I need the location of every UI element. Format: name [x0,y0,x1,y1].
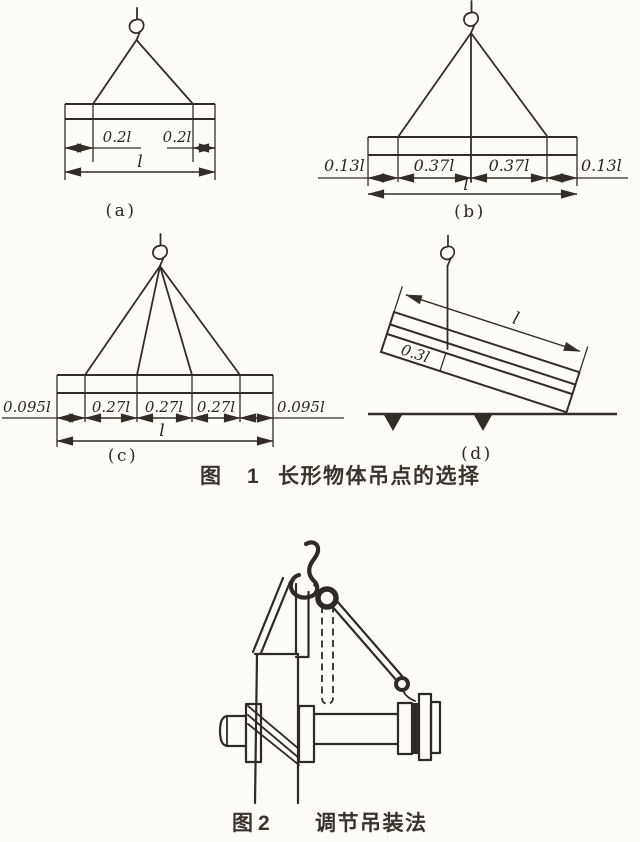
dimension-line-total [405,294,581,353]
turnbuckle-rod-edge [334,598,404,678]
sling-strap-edge [259,580,292,655]
extension-line [392,286,403,317]
diagram-a: 0.2l 0.2l l (a) [64,7,216,221]
sling-line [135,39,194,105]
diagram-d: 0.3l l (d) [368,234,617,464]
dimension-label: 0.3l [399,341,432,367]
strap-wrap-line [247,705,300,750]
sling-line [397,32,472,138]
figure2-caption: 图 2 调节吊装法 [232,811,428,835]
dimension-label-total: l [510,309,521,330]
dimension-label-total: l [159,421,164,441]
column-left-edge [253,652,259,805]
figure1-caption-number: 1 [247,465,259,488]
subfigure-label-c: (c) [108,446,138,466]
dimension-label: 0.27l [92,398,130,416]
hook-icon-c [152,233,169,267]
figure1-caption-prefix: 图 [200,465,221,488]
lower-ring [394,676,410,692]
dimension-label: 0.2l [163,128,192,146]
dimension-label: 0.095l [3,398,51,416]
dimension-label: 0.27l [197,398,235,416]
hook-icon-a [128,7,145,41]
dimension-label: 0.37l [489,156,530,175]
figure2-caption-number: 2 [258,812,270,835]
dimension-label: 0.095l [277,398,325,416]
sling-strap-end [294,590,310,659]
lower-hook-link [402,689,416,702]
subfigure-label-b: (b) [454,202,486,222]
left-collar [244,702,263,764]
figure1-caption: 图 1 长形物体吊点的选择 [200,464,481,488]
figure2-caption-prefix: 图 [232,812,253,835]
dimension-label: 0.13l [581,156,622,175]
flange-plate [417,692,433,762]
figure2-drawing [218,540,442,805]
strap-wrap-line [247,714,300,759]
support-triangle [384,415,402,431]
hook-icon-d [439,234,456,267]
sling-line [136,265,161,376]
end-cap [429,700,442,755]
dimension-label-total: l [463,175,468,195]
figure1-caption-title: 长形物体吊点的选择 [278,464,481,488]
sling-line [92,39,138,105]
shackle-ring [315,586,339,610]
hook-icon-b [463,0,480,34]
sling-line [159,265,193,376]
tilted-beam: 0.3l l [379,286,589,414]
dimension-label: 0.2l [103,128,132,146]
beam-outline [379,310,581,414]
large-hook-icon [288,540,321,600]
subfigure-label-a: (a) [106,201,137,221]
sling-line [470,32,548,137]
turnbuckle-rod-edge [329,603,399,683]
hub-block [396,701,414,756]
support-triangle [474,415,492,431]
sling-strap-edge [251,576,285,654]
dimension-label: 0.37l [414,156,455,175]
subfigure-label-d: (d) [461,444,493,464]
diagram-c: 0.095l 0.27l 0.27l 0.27l 0.095l l (c) [2,233,344,466]
left-stub [218,714,248,748]
extension-line [577,346,589,377]
dimension-label: 0.13l [324,156,365,175]
figure2-caption-title: 调节吊装法 [315,811,428,835]
beam-inner-line [386,332,573,396]
hanging-chain-dashed [321,606,334,705]
dark-band [412,703,419,754]
strap-wrap-line [247,723,300,766]
diagram-b: 0.13l 0.37l 0.37l 0.13l l (b) [318,0,628,222]
dimension-label: 0.27l [145,398,183,416]
dimension-label-total: l [137,152,142,172]
sling-line [84,265,161,376]
sling-line [159,265,241,376]
right-collar [297,704,316,764]
cell-divider [439,352,447,372]
